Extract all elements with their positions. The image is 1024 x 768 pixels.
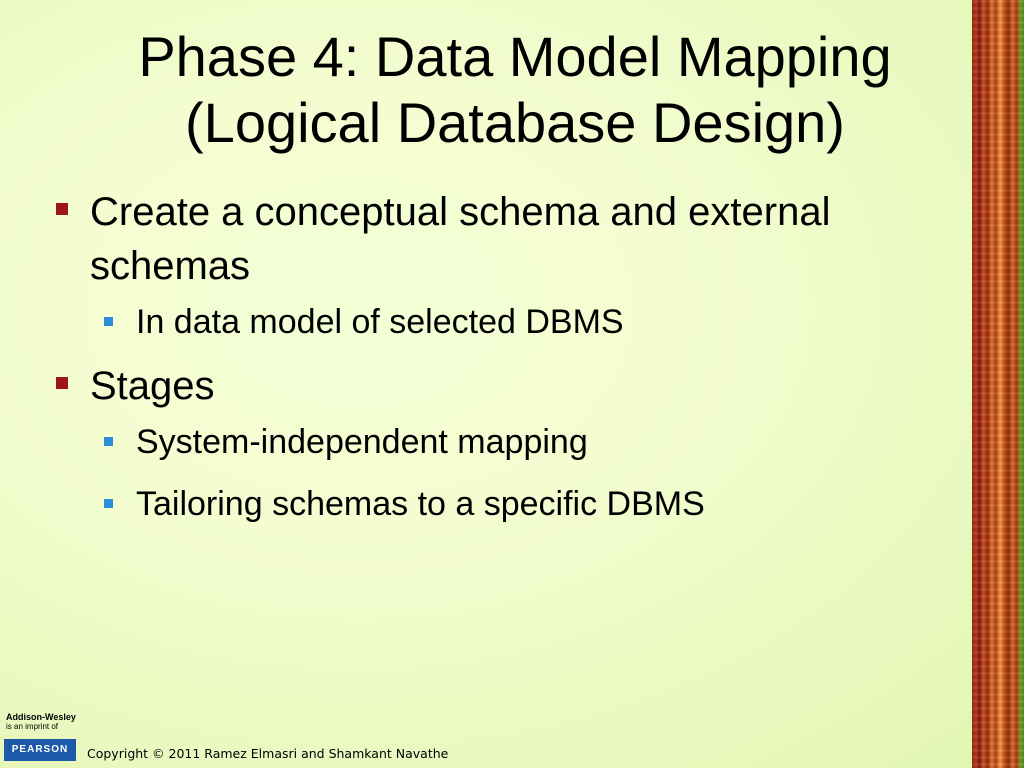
square-bullet-icon: [104, 437, 113, 446]
slide-title: Phase 4: Data Model Mapping (Logical Dat…: [60, 24, 970, 156]
bullet-text: Stages: [90, 364, 215, 408]
imprint-text: is an imprint of: [6, 722, 59, 731]
title-line-1: Phase 4: Data Model Mapping: [138, 25, 892, 88]
title-line-2: (Logical Database Design): [185, 91, 845, 154]
square-bullet-icon: [56, 377, 68, 389]
copyright-text: Copyright © 2011 Ramez Elmasri and Shamk…: [87, 746, 449, 761]
decorative-stripe: [972, 0, 1024, 768]
square-bullet-icon: [104, 499, 113, 508]
bullet-text: Create a conceptual schema and external: [90, 190, 831, 234]
sub-bullet-text: Tailoring schemas to a specific DBMS: [136, 485, 705, 523]
bullet-item: Stages: [54, 359, 954, 413]
sub-bullet-item: System-independent mapping: [102, 419, 954, 465]
sub-bullet-text: System-independent mapping: [136, 423, 588, 461]
square-bullet-icon: [104, 317, 113, 326]
square-bullet-icon: [56, 203, 68, 215]
pearson-logo: PEARSON: [4, 739, 76, 761]
bullet-list: Create a conceptual schema and external …: [54, 185, 954, 527]
sub-bullet-text: In data model of selected DBMS: [136, 303, 624, 341]
bullet-text-continued: schemas: [90, 244, 251, 288]
publisher-logo: Addison-Wesley is an imprint of PEARSON: [4, 712, 78, 766]
sub-bullet-item: Tailoring schemas to a specific DBMS: [102, 481, 954, 527]
sub-bullet-item: In data model of selected DBMS: [102, 299, 954, 345]
publisher-name: Addison-Wesley: [6, 712, 76, 722]
bullet-item: Create a conceptual schema and external …: [54, 185, 954, 293]
